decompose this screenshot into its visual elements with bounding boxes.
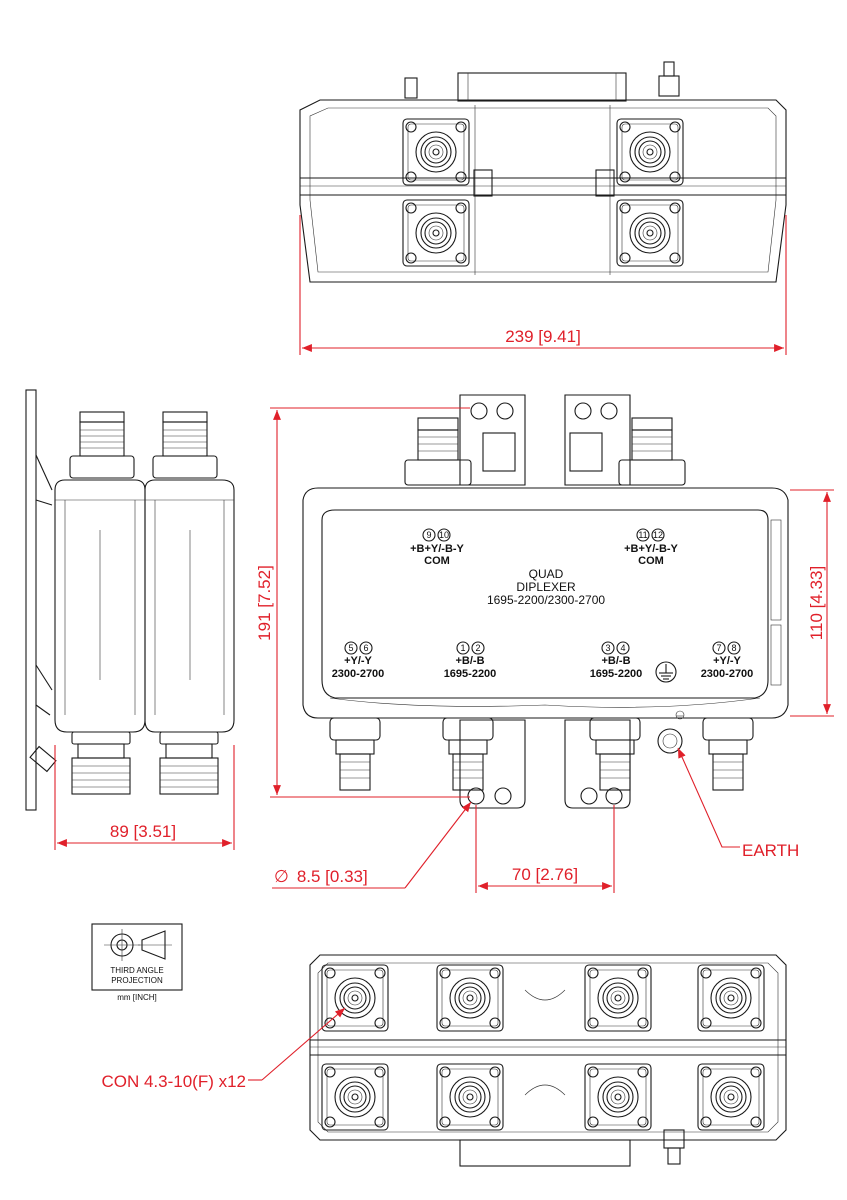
earth-symbol-small-icon [675, 710, 685, 720]
connector-bottom-6 [436, 1063, 504, 1131]
connector-top-4 [616, 199, 684, 267]
connector-top-2 [616, 118, 684, 186]
side-connector-bottom-left [71, 731, 131, 795]
front-connector-bottom-1 [329, 717, 381, 791]
hole-diameter-dimension: ∅8.5 [0.33] [274, 867, 368, 886]
connector-bottom-5 [321, 1063, 389, 1131]
projection-box: THIRD ANGLE PROJECTION mm [INCH] [91, 923, 183, 1002]
bottom-view [309, 954, 787, 1167]
svg-text:+Y/-Y: +Y/-Y [344, 655, 372, 667]
svg-text:4: 4 [620, 643, 625, 653]
width-dimension: 239 [9.41] [505, 327, 581, 346]
svg-text:3: 3 [605, 643, 610, 653]
connector-top-3 [402, 199, 470, 267]
earth-callout: EARTH [742, 841, 799, 860]
svg-text:THIRD ANGLE: THIRD ANGLE [110, 966, 163, 975]
svg-text:6: 6 [363, 643, 368, 653]
device-title: QUAD DIPLEXER 1695-2200/2300-2700 [487, 567, 605, 607]
connector-bottom-7 [584, 1063, 652, 1131]
top-view [299, 61, 787, 283]
port-label-9-10: 9 10 +B+Y/-B-Y COM [410, 528, 465, 567]
svg-text:+B/-B: +B/-B [601, 655, 630, 667]
svg-text:+B+Y/-B-Y: +B+Y/-B-Y [410, 543, 464, 555]
side-connector-bottom-right [159, 731, 219, 795]
connector-bottom-2 [436, 964, 504, 1032]
svg-text:+Y/-Y: +Y/-Y [713, 655, 741, 667]
svg-text:10: 10 [439, 530, 449, 540]
diameter-symbol-icon: ∅ [274, 867, 289, 886]
connector-callout: CON 4.3-10(F) x12 [101, 1072, 246, 1091]
connector-bottom-8 [697, 1063, 765, 1131]
connector-bottom-3 [584, 964, 652, 1032]
svg-text:5: 5 [348, 643, 353, 653]
depth-dimension: 89 [3.51] [110, 822, 176, 841]
svg-text:2300-2700: 2300-2700 [701, 668, 754, 680]
earth-terminal [657, 728, 683, 754]
svg-text:1695-2200: 1695-2200 [590, 668, 643, 680]
svg-text:9: 9 [426, 530, 431, 540]
port-label-5-6: 5 6 +Y/-Y 2300-2700 [332, 641, 385, 680]
front-connector-bottom-4 [702, 717, 754, 791]
connector-bottom-1 [321, 964, 389, 1032]
svg-text:QUAD: QUAD [529, 567, 564, 581]
front-connector-bottom-3 [589, 717, 641, 791]
svg-text:11: 11 [638, 530, 647, 540]
front-connector-top-right [618, 417, 686, 486]
svg-text:2300-2700: 2300-2700 [332, 668, 385, 680]
connector-top-1 [402, 118, 470, 186]
side-connector-top-left [69, 411, 135, 479]
svg-text:1695-2200: 1695-2200 [444, 668, 497, 680]
svg-text:+B+Y/-B-Y: +B+Y/-B-Y [624, 543, 678, 555]
svg-text:1695-2200/2300-2700: 1695-2200/2300-2700 [487, 593, 605, 607]
svg-text:COM: COM [638, 555, 664, 567]
height-dimension: 191 [7.52] [255, 565, 274, 641]
port-label-11-12: 11 12 +B+Y/-B-Y COM [624, 528, 679, 567]
svg-text:+B/-B: +B/-B [455, 655, 484, 667]
port-label-3-4: 3 4 +B/-B 1695-2200 [590, 641, 643, 680]
svg-text:DIPLEXER: DIPLEXER [516, 580, 576, 594]
front-connector-bottom-2 [442, 717, 494, 791]
svg-text:7: 7 [716, 643, 721, 653]
svg-text:8: 8 [731, 643, 736, 653]
earth-symbol-icon [655, 661, 677, 683]
svg-text:COM: COM [424, 555, 450, 567]
connector-bottom-4 [697, 964, 765, 1032]
front-view: 9 10 +B+Y/-B-Y COM 11 12 +B+Y/-B-Y COM Q… [302, 394, 789, 809]
front-connector-top-left [404, 417, 472, 486]
side-view [25, 389, 235, 811]
hole-spacing-dimension: 70 [2.76] [512, 865, 578, 884]
third-angle-projection-icon [104, 929, 172, 961]
port-label-1-2: 1 2 +B/-B 1695-2200 [444, 641, 497, 680]
svg-text:mm [INCH]: mm [INCH] [117, 993, 157, 1002]
port-label-7-8: 7 8 +Y/-Y 2300-2700 [701, 641, 754, 680]
svg-text:PROJECTION: PROJECTION [111, 976, 163, 985]
side-connector-top-right [152, 411, 218, 479]
svg-text:12: 12 [653, 530, 663, 540]
svg-text:2: 2 [475, 643, 480, 653]
svg-text:1: 1 [460, 643, 465, 653]
body-height-dimension: 110 [4.33] [807, 566, 826, 640]
